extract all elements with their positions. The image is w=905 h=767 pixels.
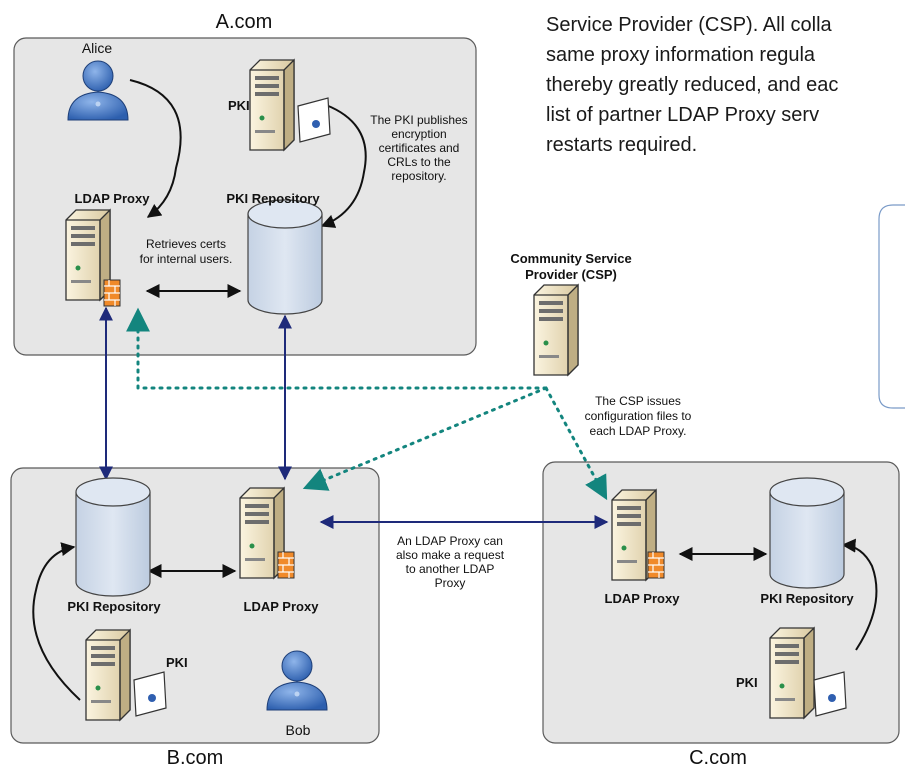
pki-label-c: PKI: [736, 675, 758, 690]
note-line: to another LDAP: [406, 562, 495, 576]
note-line: The CSP issues: [595, 394, 681, 408]
ldap-proxy-server-c: [611, 489, 665, 581]
note-line: configuration files to: [585, 409, 692, 423]
para-line-3: thereby greatly reduced, and eac: [546, 74, 839, 96]
note-line: Retrieves certs: [146, 237, 226, 251]
note-line: also make a request: [396, 548, 505, 562]
dotted-config-arrows: [126, 307, 608, 501]
ldap-proxy-label-b: LDAP Proxy: [244, 599, 320, 614]
para-line-1: Service Provider (CSP). All colla: [546, 14, 832, 36]
csp-label-line-2: Provider (CSP): [525, 267, 617, 282]
firewall-icon: [647, 551, 665, 579]
partial-callout-box: [878, 204, 905, 409]
note-proxy-request: An LDAP Proxy can also make a request to…: [396, 534, 505, 590]
black-links: [32, 79, 878, 701]
note-line: certificates and: [379, 141, 460, 155]
certificate-icon: [813, 671, 847, 717]
note-line: each LDAP Proxy.: [590, 424, 687, 438]
note-line: encryption: [391, 127, 446, 141]
para-line-4: list of partner LDAP Proxy serv: [546, 104, 820, 126]
note-line: An LDAP Proxy can: [397, 534, 503, 548]
certificate-icon: [133, 671, 167, 717]
pki-repository-label-b: PKI Repository: [67, 599, 161, 614]
alice-label: Alice: [82, 40, 113, 56]
note-retrieves-certs: Retrieves certs for internal users.: [140, 237, 233, 266]
domain-label-b: B.com: [167, 747, 224, 767]
note-line: The PKI publishes: [370, 113, 467, 127]
para-line-5: restarts required.: [546, 134, 698, 156]
pki-repository-label-c: PKI Repository: [760, 591, 854, 606]
note-csp-issues: The CSP issues configuration files to ea…: [585, 394, 692, 438]
note-line: Proxy: [435, 576, 466, 590]
certificate-icon: [297, 97, 331, 143]
blue-links: [99, 306, 609, 529]
pki-label-a: PKI: [228, 98, 250, 113]
pki-repository-b: [75, 477, 151, 597]
panel-a: [13, 37, 477, 356]
firewall-icon: [277, 551, 295, 579]
note-line: repository.: [391, 169, 446, 183]
domain-label-c: C.com: [689, 747, 747, 767]
ldap-proxy-label-a: LDAP Proxy: [75, 191, 151, 206]
pki-repository-a: [247, 199, 323, 315]
pki-repository-c: [769, 477, 845, 589]
csp-label-line-1: Community Service: [510, 251, 631, 266]
pki-repository-label-a: PKI Repository: [226, 191, 320, 206]
note-pki-publishes: The PKI publishes encryption certificate…: [370, 113, 467, 183]
ldap-proxy-label-c: LDAP Proxy: [605, 591, 681, 606]
firewall-icon: [103, 279, 121, 307]
para-line-2: same proxy information regula: [546, 44, 816, 66]
domain-label-a: A.com: [216, 11, 273, 33]
pki-label-b: PKI: [166, 655, 188, 670]
bob-label: Bob: [286, 722, 311, 738]
csp-server: [533, 284, 579, 376]
note-line: CRLs to the: [387, 155, 451, 169]
note-line: for internal users.: [140, 252, 233, 266]
